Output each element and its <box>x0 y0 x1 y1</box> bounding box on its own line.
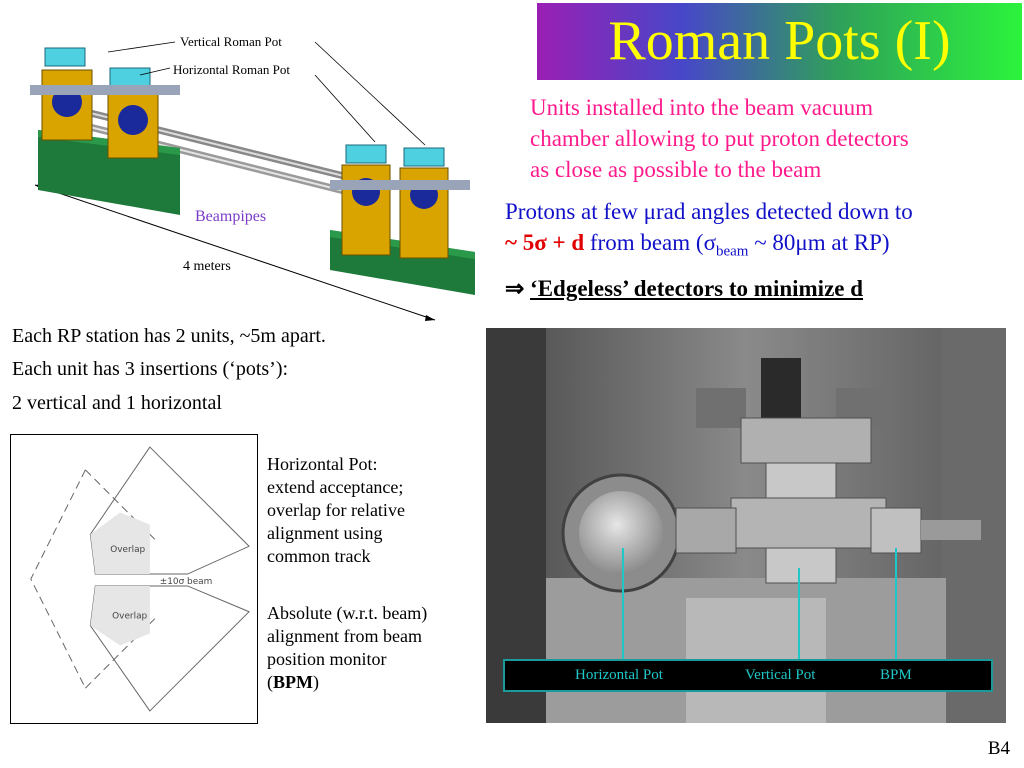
left-station-unit <box>30 47 180 215</box>
resolution-highlight: ~ 5σ + d <box>505 230 585 255</box>
station-line: Each unit has 3 insertions (‘pots’): <box>12 358 289 380</box>
horizontal-pot-description: Horizontal Pot: extend acceptance; overl… <box>267 453 477 568</box>
pot-overlap-diagram: Overlap Overlap ±10σ beam <box>10 434 258 724</box>
slide-number: B4 <box>987 738 1010 759</box>
description-line: alignment from beam <box>267 626 422 646</box>
description-line: position monitor <box>267 649 387 669</box>
description-line: (BPM) <box>267 671 477 694</box>
roman-pot-station-diagram: Vertical Roman Pot Horizontal Roman Pot … <box>30 34 475 321</box>
overlap-label-bottom: Overlap <box>112 612 147 622</box>
slide-title: Roman Pots (I) <box>608 10 951 72</box>
label-horizontal-roman-pot: Horizontal Roman Pot <box>173 62 290 77</box>
intro-text: Units installed into the beam vacuum cha… <box>530 92 1010 185</box>
paren: ( <box>267 672 273 692</box>
beam-label: ±10σ beam <box>160 577 213 587</box>
title-banner <box>537 3 1022 80</box>
mu-symbol: μ <box>795 230 808 255</box>
caption-bpm: BPM <box>880 667 912 683</box>
description-line: Absolute (w.r.t. beam) <box>267 603 428 623</box>
intro-line: chamber allowing to put proton detectors <box>530 126 909 151</box>
intro-line: as close as possible to the beam <box>530 157 822 182</box>
sigma-symbol: σ <box>703 230 716 255</box>
distance-arrow <box>34 184 436 321</box>
protons-text: Protons at few μrad angles detected down… <box>505 196 1020 268</box>
mu-symbol: μ <box>643 199 656 224</box>
sigma-subscript: beam <box>715 243 749 260</box>
label-4-meters: 4 meters <box>183 259 231 274</box>
description-line: alignment using <box>267 523 383 543</box>
description-line: overlap for relative <box>267 500 405 520</box>
right-station-unit <box>330 144 475 295</box>
implies-arrow: ⇒ <box>505 276 525 301</box>
station-line: 2 vertical and 1 horizontal <box>12 392 222 414</box>
overlap-label-top: Overlap <box>110 545 145 555</box>
absolute-alignment-description: Absolute (w.r.t. beam) alignment from be… <box>267 602 477 694</box>
label-vertical-roman-pot: Vertical Roman Pot <box>180 34 282 49</box>
description-line: common track <box>267 546 371 566</box>
protons-part: m at RP) <box>807 230 890 255</box>
station-line: Each RP station has 2 units, ~5m apart. <box>12 325 326 347</box>
protons-part: rad angles detected down to <box>655 199 913 224</box>
caption-vertical-pot: Vertical Pot <box>745 667 816 683</box>
caption-horizontal-pot: Horizontal Pot <box>575 667 663 683</box>
bpm-acronym: BPM <box>273 672 313 692</box>
edgeless-conclusion: ⇒ ‘Edgeless’ detectors to minimize d <box>505 276 863 302</box>
protons-part: Protons at few <box>505 199 644 224</box>
paren: ) <box>313 672 319 692</box>
edgeless-text: ‘Edgeless’ detectors to minimize d <box>530 276 864 301</box>
description-line: extend acceptance; <box>267 477 404 497</box>
photo-caption-bar: Horizontal Pot Vertical Pot BPM <box>503 659 993 692</box>
description-line: Horizontal Pot: <box>267 454 378 474</box>
roman-pot-photo <box>486 328 1006 723</box>
protons-part: from beam ( <box>584 230 704 255</box>
label-beampipes: Beampipes <box>195 208 266 225</box>
intro-line: Units installed into the beam vacuum <box>530 95 874 120</box>
protons-part: ~ 80 <box>748 230 796 255</box>
